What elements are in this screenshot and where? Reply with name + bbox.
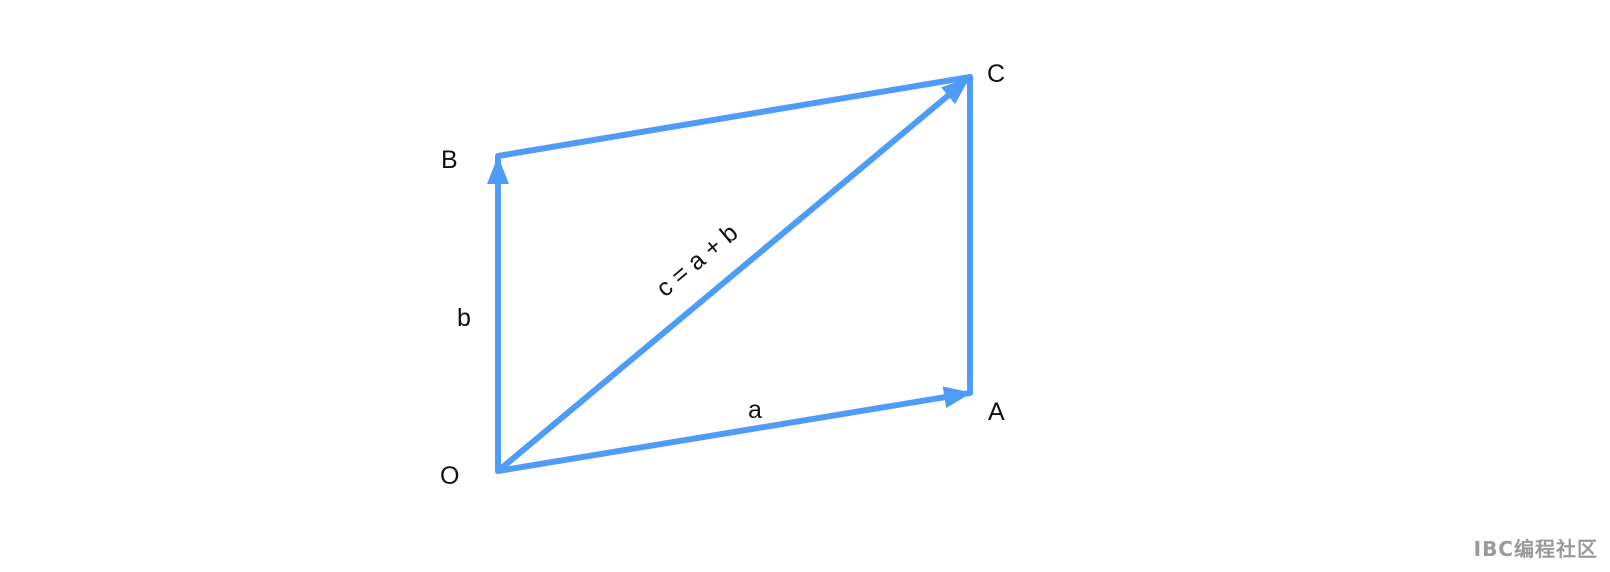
vector-label-a: a — [748, 396, 762, 424]
point-label-A: A — [988, 398, 1005, 426]
vector-label-b: b — [457, 304, 471, 332]
point-label-O: O — [440, 462, 459, 490]
vector-a-arrow — [495, 386, 973, 474]
vector-label-c: c = a + b — [651, 219, 744, 303]
point-label-B: B — [441, 146, 458, 174]
vector-c-arrow — [495, 76, 971, 474]
point-label-C: C — [987, 60, 1005, 88]
watermark-text: IBC编程社区 — [1473, 537, 1598, 561]
side-BC — [495, 74, 973, 159]
